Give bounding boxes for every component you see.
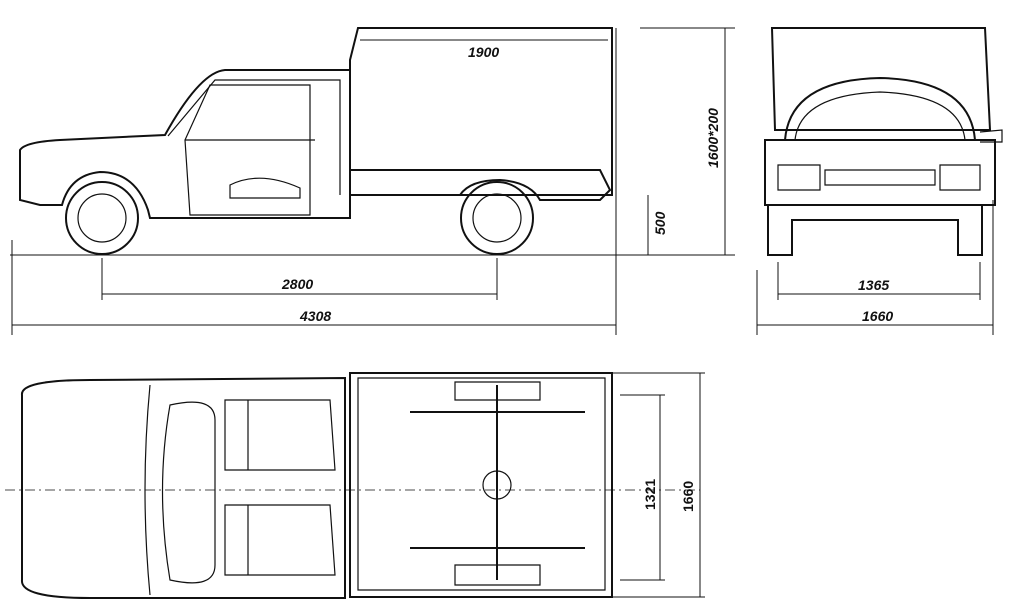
side-view	[10, 27, 735, 335]
overall-length-label: 4308	[300, 308, 332, 324]
outer-width-label: 1660	[680, 480, 696, 512]
total-height-label: 1600*200	[705, 108, 721, 168]
overall-width-label: 1660	[862, 308, 894, 324]
top-view	[5, 372, 705, 599]
box-length-label: 1900	[468, 44, 500, 60]
floor-height-label: 500	[652, 211, 668, 235]
wheelbase-label: 2800	[282, 276, 314, 292]
rear-view	[756, 27, 1003, 335]
inner-width-label: 1321	[642, 478, 658, 510]
track-label: 1365	[858, 277, 890, 293]
